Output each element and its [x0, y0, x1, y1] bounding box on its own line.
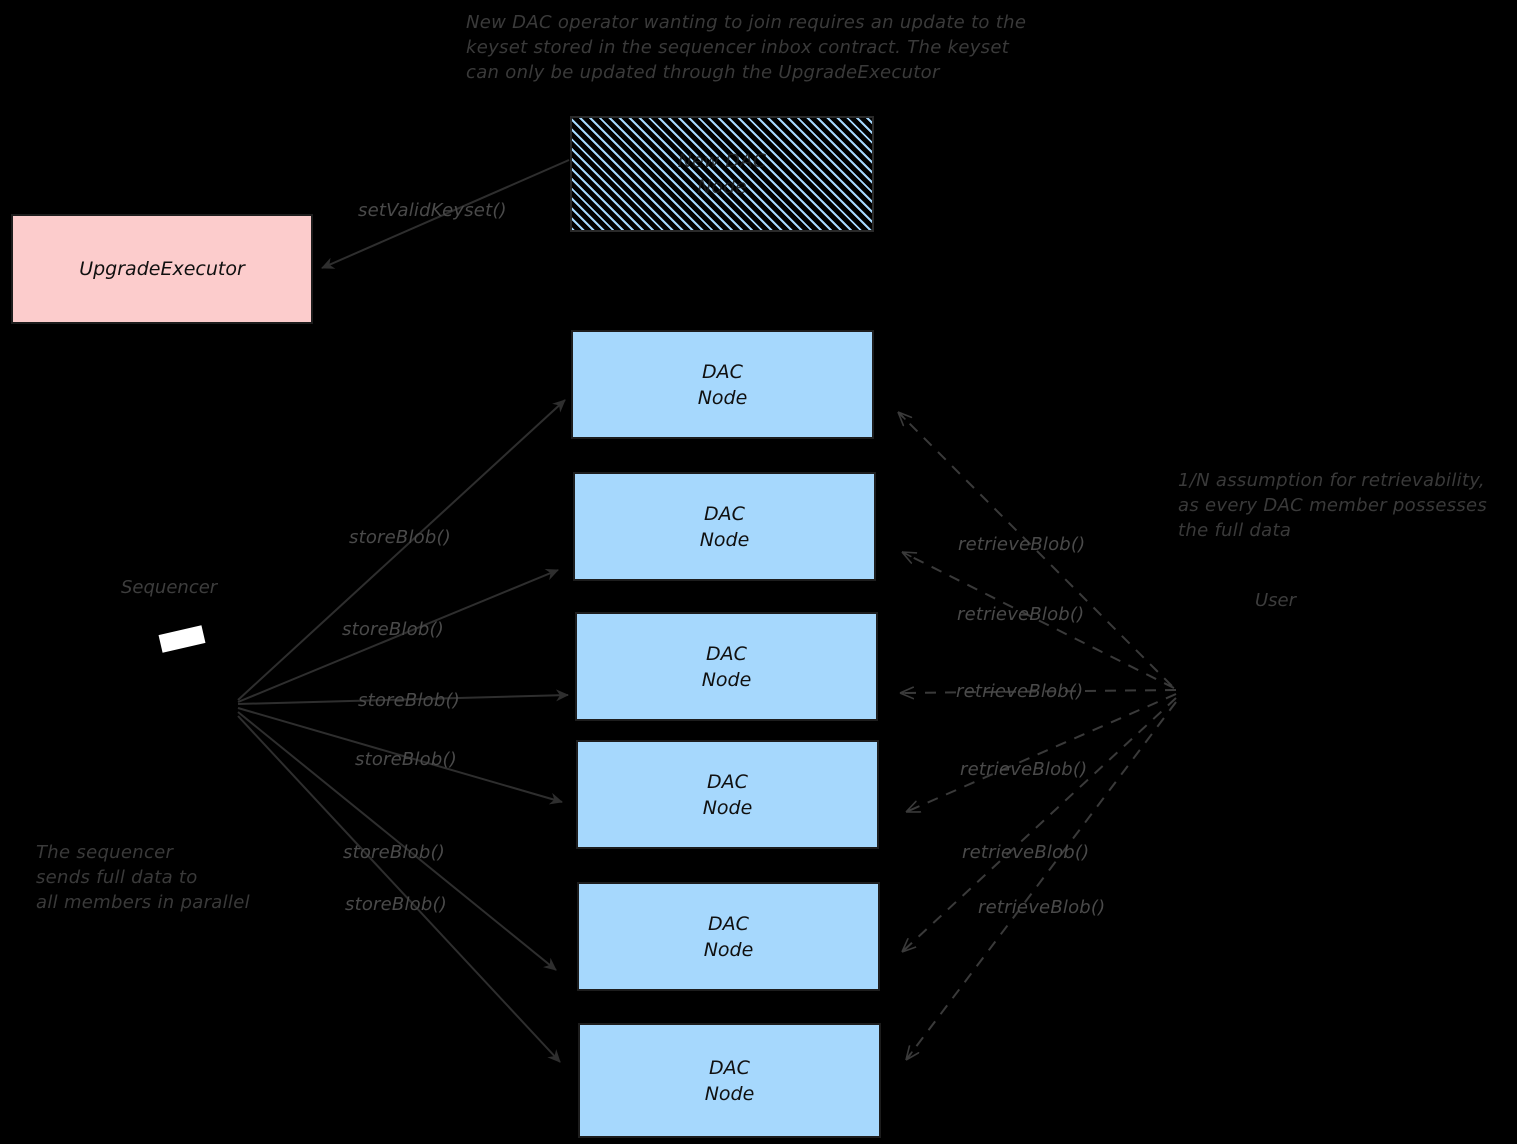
annotation-top: New DAC operator wanting to join require… [466, 12, 1027, 83]
dac-node-box-2[interactable]: DAC Node [573, 472, 876, 581]
edge-label-store-blob-6: storeBlob() [345, 894, 447, 915]
dac-node-box-3[interactable]: DAC Node [575, 612, 878, 721]
edge-label-store-blob-4: storeBlob() [355, 749, 457, 770]
dac-node-label-4: DAC Node [702, 770, 753, 819]
dac-node-label-1: DAC Node [697, 360, 748, 409]
edge-label-retrieve-blob-1: retrieveBlob() [958, 534, 1086, 555]
edge-label-store-blob-3: storeBlob() [358, 690, 460, 711]
edge-set-valid-keyset [321, 159, 570, 269]
edge-label-store-blob-1: storeBlob() [349, 527, 451, 548]
dac-node-label-6: DAC Node [704, 1056, 755, 1105]
sequencer-label: Sequencer [121, 577, 218, 598]
edge-label-retrieve-blob-3: retrieveBlob() [956, 681, 1084, 702]
dac-node-box-5[interactable]: DAC Node [577, 882, 880, 991]
dac-node-label-2: DAC Node [699, 502, 750, 551]
edge-label-retrieve-blob-4: retrieveBlob() [960, 759, 1088, 780]
dac-node-box-1[interactable]: DAC Node [571, 330, 874, 439]
edge-label-set-valid-keyset: setValidKeyset() [358, 200, 507, 221]
dac-node-box-4[interactable]: DAC Node [576, 740, 879, 849]
edge-label-retrieve-blob-6: retrieveBlob() [978, 897, 1106, 918]
edge-store-blob-group [237, 399, 569, 1063]
dac-node-label-5: DAC Node [703, 912, 754, 961]
edge-label-retrieve-blob-2: retrieveBlob() [957, 604, 1085, 625]
edge-retrieve-blob-group [898, 412, 1177, 1060]
upgrade-executor-label: UpgradeExecutor [79, 258, 245, 280]
edge-label-retrieve-blob-5: retrieveBlob() [962, 842, 1090, 863]
edge-label-store-blob-2: storeBlob() [342, 619, 444, 640]
edge-label-store-blob-5: storeBlob() [343, 842, 445, 863]
dac-node-box-6[interactable]: DAC Node [578, 1023, 881, 1138]
annotation-right: 1/N assumption for retrievability, as ev… [1178, 470, 1488, 541]
annotation-bottom-left: The sequencer sends full data to all mem… [36, 842, 250, 913]
dac-node-label-3: DAC Node [701, 642, 752, 691]
new-dac-node-label: New DAC Node [677, 150, 767, 198]
user-label: User [1255, 590, 1297, 611]
new-dac-node-box[interactable]: New DAC Node [570, 116, 874, 232]
upgrade-executor-box[interactable]: UpgradeExecutor [11, 214, 313, 324]
